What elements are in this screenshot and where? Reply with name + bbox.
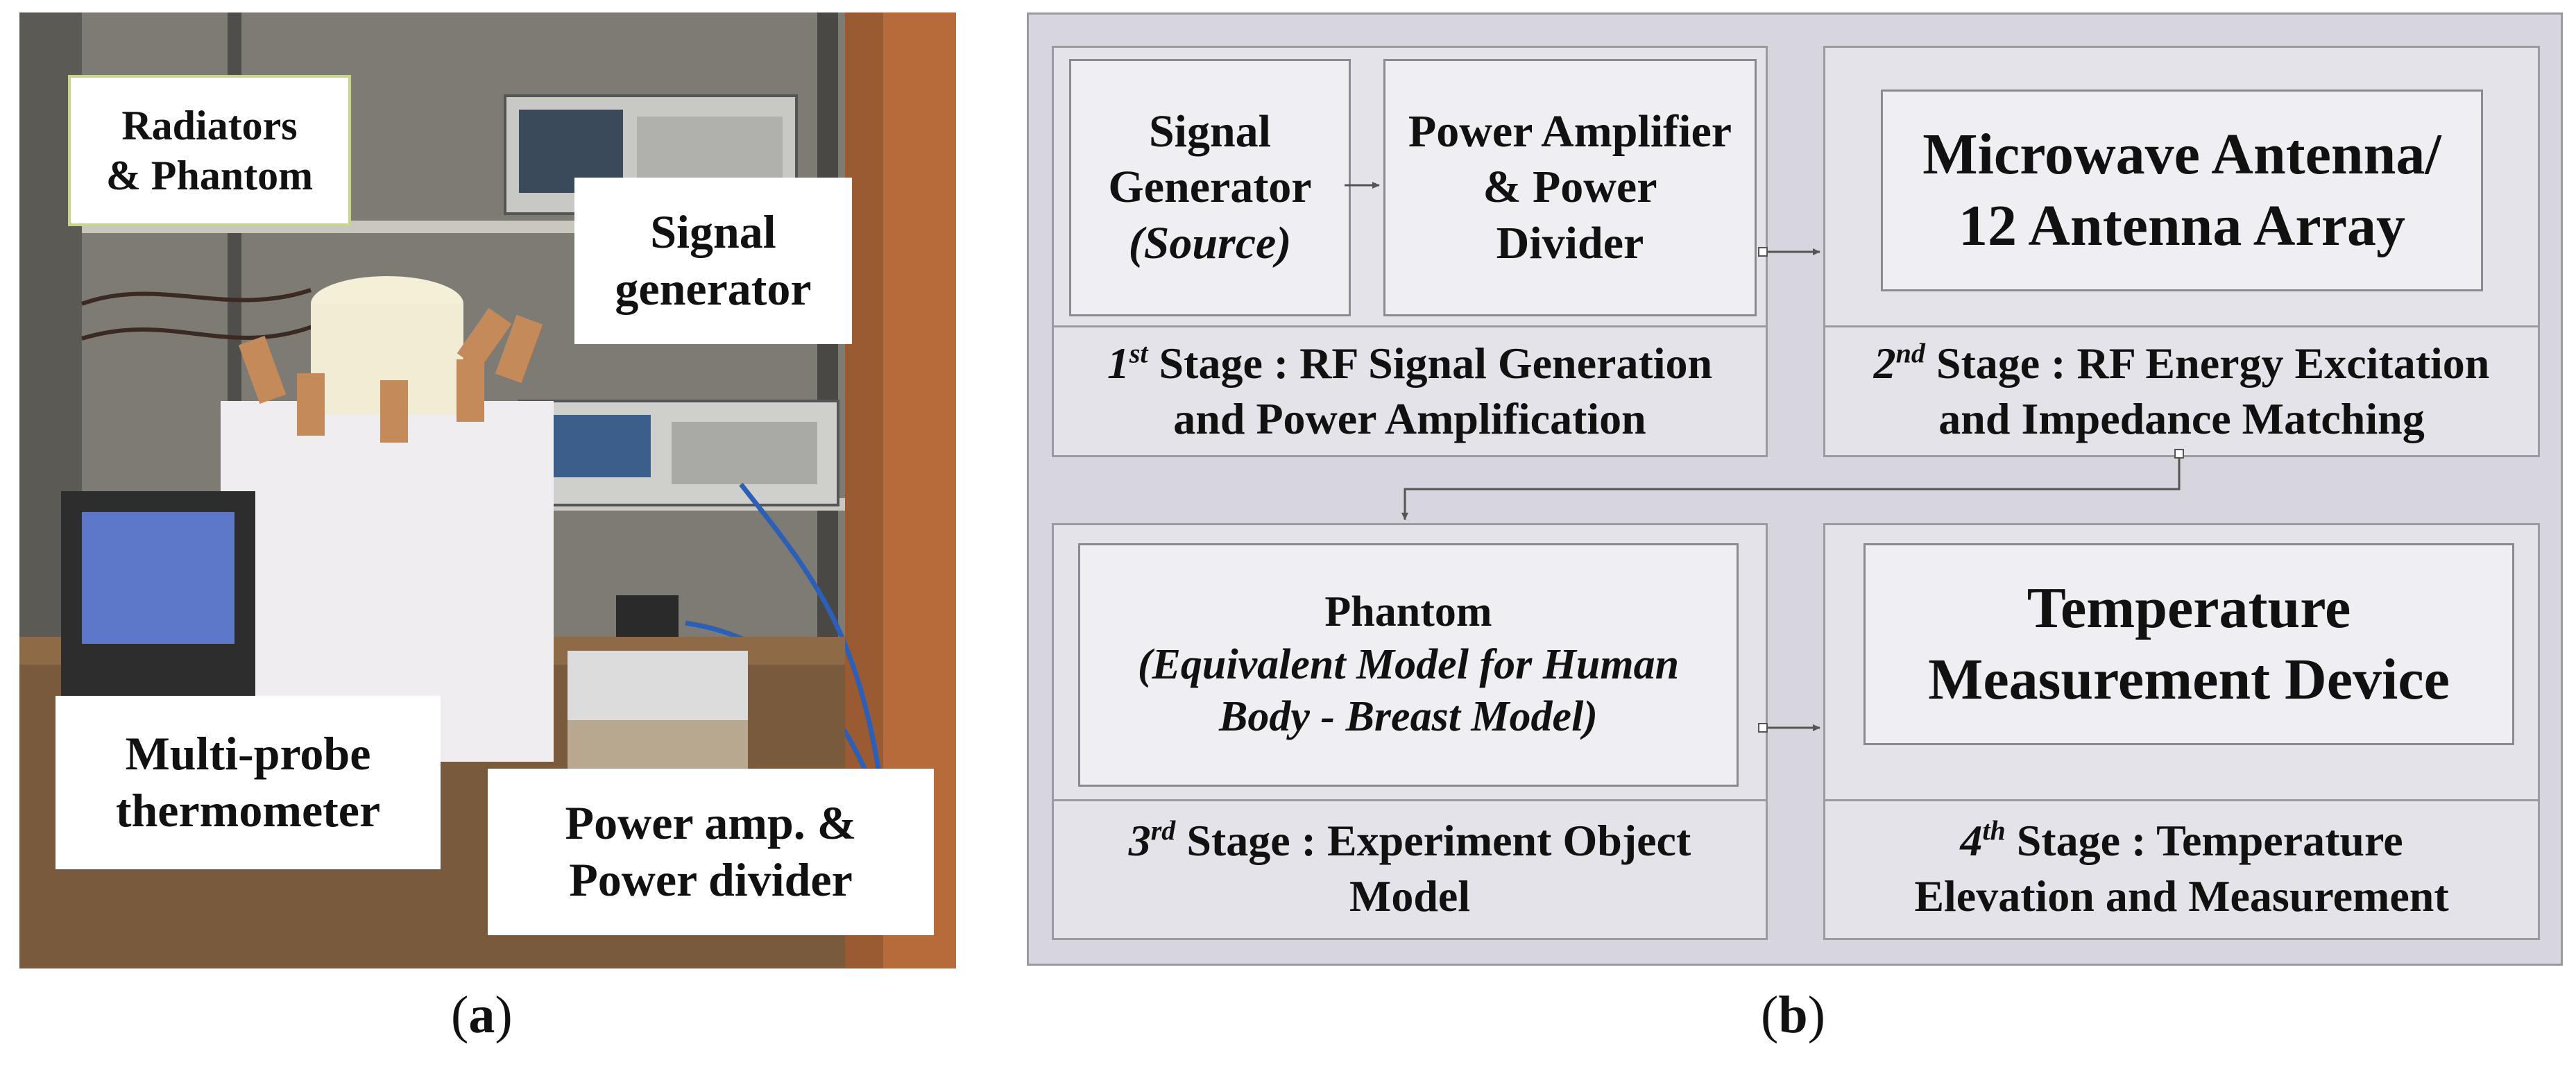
label-multi-probe-thermometer: Multi-probe thermometer (56, 696, 441, 869)
stage-1: Signal Generator (Source) Power Amplifie… (1052, 46, 1768, 457)
stage-1-label: 1st Stage : RF Signal Generation and Pow… (1107, 337, 1713, 443)
stage-2: Microwave Antenna/ 12 Antenna Array 2nd … (1823, 46, 2540, 457)
block-diagram: Signal Generator (Source) Power Amplifie… (1027, 12, 2563, 966)
stage-2-divider (1825, 325, 2538, 327)
stage-3-label: 3rd Stage : Experiment Object Model (1128, 814, 1691, 921)
stage-1-divider (1054, 325, 1766, 327)
power-amplifier-box: Power Amplifier & Power Divider (1383, 59, 1757, 316)
label-signal-generator: Signal generator (574, 178, 852, 344)
stage-3-divider (1054, 799, 1766, 801)
label-power-amp-divider: Power amp. & Power divider (488, 769, 934, 935)
phantom-box: Phantom (Equivalent Model for Human Body… (1078, 543, 1739, 787)
stage-4: Temperature Measurement Device 4th Stage… (1823, 523, 2540, 940)
temperature-device-box: Temperature Measurement Device (1863, 543, 2514, 745)
lab-setup-photo: Radiators & Phantom Signal generator Mul… (19, 12, 956, 968)
caption-a: (a) (451, 986, 513, 1044)
stage-2-label: 2nd Stage : RF Energy Excitation and Imp… (1873, 337, 2490, 443)
microwave-antenna-box: Microwave Antenna/ 12 Antenna Array (1881, 89, 2483, 291)
signal-generator-box: Signal Generator (Source) (1069, 59, 1351, 316)
stage-3: Phantom (Equivalent Model for Human Body… (1052, 523, 1768, 940)
caption-b: (b) (1761, 986, 1825, 1044)
stage-4-divider (1825, 799, 2538, 801)
arrow-stage2-to-stage3 (1401, 458, 2181, 520)
stage-4-label: 4th Stage : Temperature Elevation and Me… (1914, 814, 2449, 921)
label-radiators-phantom: Radiators & Phantom (68, 75, 351, 226)
